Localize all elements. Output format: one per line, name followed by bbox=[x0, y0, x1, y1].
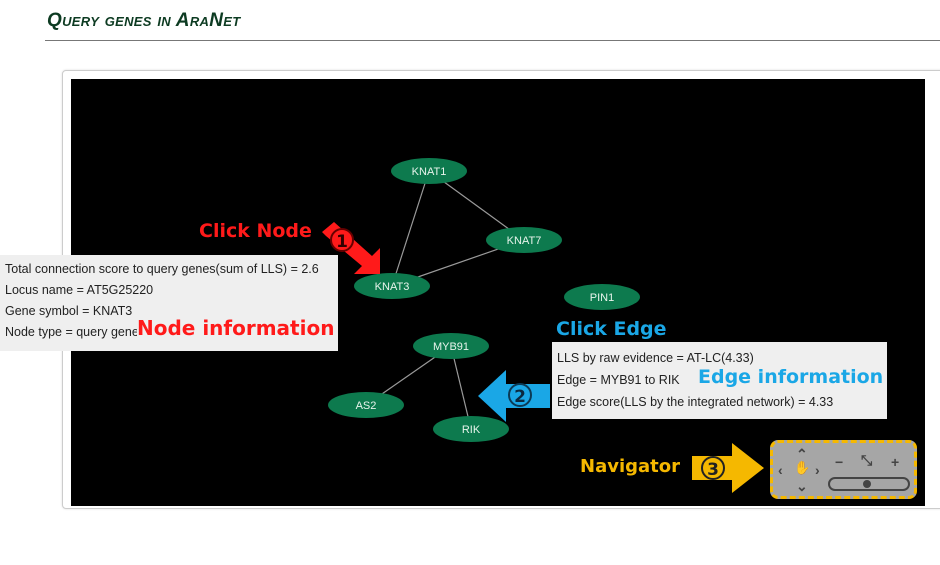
node-pin1[interactable]: PIN1 bbox=[564, 284, 640, 310]
node-info-line: Total connection score to query genes(su… bbox=[5, 262, 319, 276]
title-divider bbox=[45, 40, 940, 41]
edge-KNAT1-KNAT3[interactable] bbox=[391, 170, 430, 287]
node-knat1[interactable]: KNAT1 bbox=[391, 158, 467, 184]
edge-MYB91-RIK[interactable] bbox=[450, 345, 472, 430]
node-shape[interactable] bbox=[433, 416, 509, 442]
zoom-in-button[interactable]: + bbox=[891, 454, 900, 470]
pan-hand-icon[interactable]: ✋ bbox=[794, 460, 811, 475]
node-rik[interactable]: RIK bbox=[433, 416, 509, 442]
edge-information-label: Edge information bbox=[698, 366, 884, 388]
node-shape[interactable] bbox=[413, 333, 489, 359]
node-label: RIK bbox=[462, 424, 481, 436]
node-info-line: Locus name = AT5G25220 bbox=[5, 283, 154, 297]
pan-left-icon[interactable]: ‹ bbox=[778, 462, 783, 478]
node-knat7[interactable]: KNAT7 bbox=[486, 227, 562, 253]
node-info-line: Gene symbol = KNAT3 bbox=[5, 304, 133, 318]
node-shape[interactable] bbox=[564, 284, 640, 310]
fit-icon[interactable]: ⤡ bbox=[861, 452, 873, 468]
node-label: KNAT7 bbox=[507, 235, 542, 247]
node-label: KNAT3 bbox=[375, 281, 410, 293]
edge-info-line: Edge = MYB91 to RIK bbox=[557, 373, 680, 387]
pan-up-icon[interactable]: ⌃ bbox=[796, 446, 808, 462]
step2-badge bbox=[508, 383, 532, 407]
node-info-line: Node type = query gene bbox=[5, 325, 139, 339]
zoom-slider-knob[interactable] bbox=[863, 480, 871, 488]
step1-badge bbox=[330, 228, 354, 252]
node-myb91[interactable]: MYB91 bbox=[413, 333, 489, 359]
edge-info-line: LLS by raw evidence = AT-LC(4.33) bbox=[557, 351, 754, 365]
zoom-slider[interactable] bbox=[828, 477, 910, 491]
step2-label: 2 bbox=[514, 387, 526, 407]
node-shape[interactable] bbox=[328, 392, 404, 418]
pan-right-icon[interactable]: › bbox=[815, 462, 820, 478]
node-label: KNAT1 bbox=[412, 166, 447, 178]
step3-badge bbox=[701, 456, 725, 480]
step3-label: 3 bbox=[707, 460, 719, 480]
pan-down-icon[interactable]: ⌄ bbox=[796, 478, 808, 494]
node-knat3[interactable]: KNAT3 bbox=[354, 273, 430, 299]
navigator-control: ⌃ ‹ ✋ › ⌄ − ⤡ + bbox=[770, 440, 917, 499]
navigator-arrow bbox=[692, 443, 764, 493]
node-as2[interactable]: AS2 bbox=[328, 392, 404, 418]
node-shape[interactable] bbox=[354, 273, 430, 299]
node-label: AS2 bbox=[356, 400, 377, 412]
step1-label: 1 bbox=[336, 232, 348, 252]
node-information-label: Node information bbox=[137, 316, 335, 340]
node-label: MYB91 bbox=[433, 341, 469, 353]
edge-info-tooltip: LLS by raw evidence = AT-LC(4.33) Edge =… bbox=[552, 342, 887, 419]
node-shape[interactable] bbox=[486, 227, 562, 253]
node-label: PIN1 bbox=[590, 292, 614, 304]
zoom-out-button[interactable]: − bbox=[835, 454, 844, 470]
edge-info-line: Edge score(LLS by the integrated network… bbox=[557, 395, 834, 409]
click-node-label: Click Node bbox=[199, 220, 312, 242]
click-edge-label: Click Edge bbox=[556, 318, 667, 340]
page-title: Query genes in AraNet bbox=[47, 10, 241, 31]
node-shape[interactable] bbox=[391, 158, 467, 184]
navigator-label: Navigator bbox=[580, 456, 680, 477]
